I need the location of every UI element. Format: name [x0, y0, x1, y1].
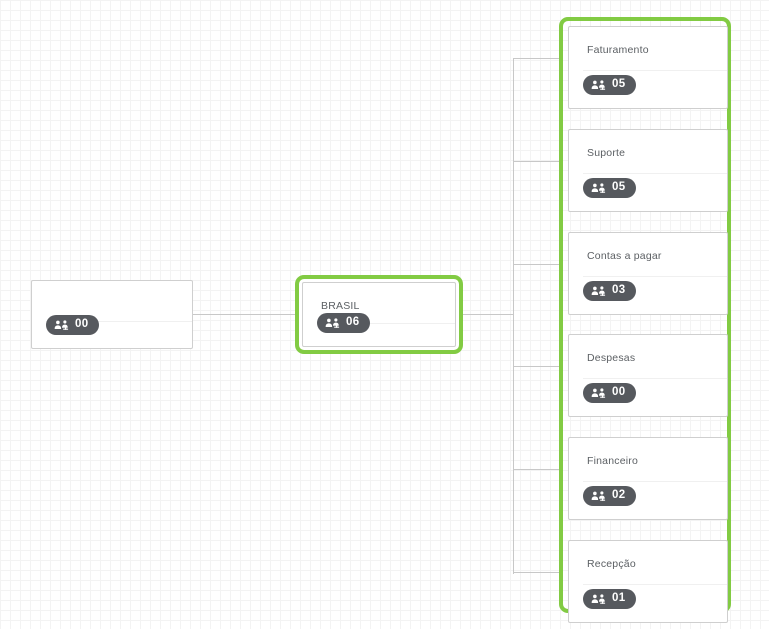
- connector-spine-to-dept-4: [513, 366, 561, 367]
- connector-root-to-brasil: [193, 314, 295, 315]
- org-node-brasil-selection-outline[interactable]: BRASIL 06: [295, 275, 463, 354]
- department-title: Contas a pagar: [587, 250, 662, 262]
- org-node-department[interactable]: Faturamento 05: [568, 26, 728, 109]
- org-node-root-divider: [46, 321, 192, 322]
- org-node-department[interactable]: Despesas 00: [568, 334, 728, 417]
- people-group-icon: [591, 285, 606, 296]
- department-group-selection-outline[interactable]: Faturamento 05 Suporte: [559, 17, 731, 623]
- department-member-count: 02: [612, 489, 626, 502]
- org-node-brasil-member-badge[interactable]: 06: [317, 313, 371, 333]
- people-group-icon: [591, 490, 606, 501]
- org-node-department[interactable]: Recepção 01: [568, 540, 728, 623]
- org-node-root-member-count: 00: [75, 318, 89, 331]
- department-member-badge[interactable]: 01: [583, 589, 637, 609]
- people-group-icon: [325, 317, 340, 328]
- department-member-count: 05: [612, 181, 626, 194]
- department-divider: [583, 584, 727, 585]
- department-member-count: 05: [612, 78, 626, 91]
- department-member-count: 01: [612, 592, 626, 605]
- connector-brasil-to-spine: [463, 314, 513, 315]
- department-member-badge[interactable]: 02: [583, 486, 637, 506]
- department-member-badge[interactable]: 05: [583, 75, 637, 95]
- connector-spine: [513, 58, 514, 574]
- connector-spine-to-dept-1: [513, 58, 561, 59]
- department-title: Despesas: [587, 352, 636, 364]
- department-divider: [583, 70, 727, 71]
- department-divider: [583, 378, 727, 379]
- org-node-root-member-badge[interactable]: 00: [46, 315, 100, 335]
- org-node-department[interactable]: Suporte 05: [568, 129, 728, 212]
- people-group-icon: [591, 79, 606, 90]
- department-divider: [583, 481, 727, 482]
- org-node-brasil-member-count: 06: [346, 316, 360, 329]
- org-node-brasil[interactable]: BRASIL 06: [302, 282, 456, 347]
- people-group-icon: [591, 387, 606, 398]
- department-title: Recepção: [587, 558, 636, 570]
- department-member-count: 00: [612, 386, 626, 399]
- people-group-icon: [54, 319, 69, 330]
- connector-spine-to-dept-6: [513, 572, 561, 573]
- org-node-department[interactable]: Contas a pagar 03: [568, 232, 728, 315]
- connector-spine-to-dept-5: [513, 469, 561, 470]
- connector-spine-to-dept-2: [513, 161, 561, 162]
- people-group-icon: [591, 182, 606, 193]
- department-member-badge[interactable]: 03: [583, 281, 637, 301]
- department-divider: [583, 276, 727, 277]
- org-node-brasil-divider: [317, 323, 455, 324]
- connector-spine-to-dept-3: [513, 264, 561, 265]
- org-node-root[interactable]: 00: [31, 280, 193, 349]
- department-member-badge[interactable]: 05: [583, 178, 637, 198]
- department-member-badge[interactable]: 00: [583, 383, 637, 403]
- department-title: Faturamento: [587, 44, 649, 56]
- department-title: Suporte: [587, 147, 626, 159]
- org-node-department[interactable]: Financeiro 02: [568, 437, 728, 520]
- people-group-icon: [591, 593, 606, 604]
- department-title: Financeiro: [587, 455, 639, 467]
- department-divider: [583, 173, 727, 174]
- org-node-brasil-title: BRASIL: [321, 300, 360, 312]
- department-member-count: 03: [612, 284, 626, 297]
